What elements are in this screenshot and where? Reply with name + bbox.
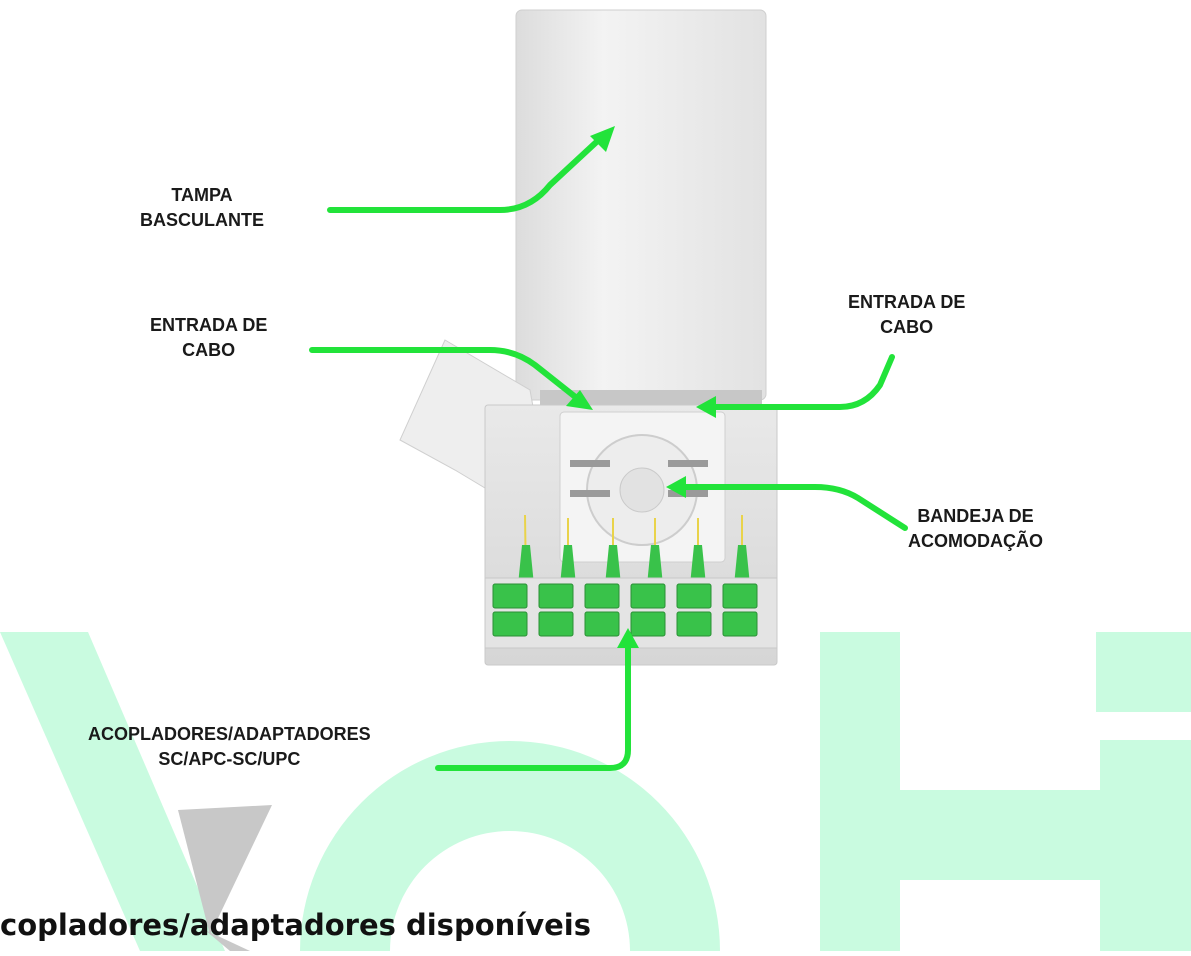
sc-adapter (676, 611, 712, 637)
watermark-i-stem (1100, 740, 1191, 951)
sc-adapter (722, 611, 758, 637)
arrow-acopladores (435, 639, 631, 771)
label-tampa-basculante: TAMPA BASCULANTE (140, 183, 264, 233)
watermark-v-gray (205, 930, 250, 951)
arrowhead-entrada-right (696, 396, 716, 418)
label-acopladores-adaptadores: ACOPLADORES/ADAPTADORES SC/APC-SC/UPC (88, 722, 371, 772)
watermark-l-foot (820, 790, 1100, 880)
arrowhead-bandeja (666, 476, 686, 498)
sc-adapter (492, 583, 528, 609)
connector-boots (518, 545, 750, 585)
watermark-i (1096, 632, 1191, 712)
callout-arrows (309, 132, 908, 771)
arrowhead-tampa (590, 126, 615, 152)
label-entrada-right-line2: CABO (880, 317, 934, 337)
label-acopladores-line2: SC/APC-SC/UPC (158, 749, 301, 769)
label-entrada-left-line1: ENTRADA DE (150, 315, 268, 335)
arrow-heads (566, 126, 716, 648)
label-entrada-right-line1: ENTRADA DE (848, 292, 966, 312)
footer-caption: copladores/adaptadores disponíveis (0, 908, 591, 942)
sc-adapter (630, 611, 666, 637)
arrowhead-acopladores (617, 628, 639, 648)
label-tampa-line1: TAMPA (171, 185, 233, 205)
sc-adapter (722, 583, 758, 609)
label-bandeja-line2: ACOMODAÇÃO (908, 531, 1043, 551)
sc-adapter (492, 611, 528, 637)
label-entrada-de-cabo-left: ENTRADA DE CABO (150, 313, 267, 363)
label-entrada-left-line2: CABO (182, 340, 236, 360)
sc-adapter (630, 583, 666, 609)
sc-adapter (676, 583, 712, 609)
label-tampa-line2: BASCULANTE (140, 210, 264, 230)
label-bandeja-line1: BANDEJA DE (917, 506, 1034, 526)
sc-adapter (584, 583, 620, 609)
splice-slots (570, 460, 708, 497)
label-acopladores-line1: ACOPLADORES/ADAPTADORES (88, 724, 371, 744)
arrow-entrada-left (309, 347, 586, 406)
watermark-v-left (0, 632, 225, 951)
label-bandeja-de-acomodacao: BANDEJA DE ACOMODAÇÃO (908, 504, 1043, 554)
arrow-bandeja (675, 484, 908, 531)
watermark-v-gray-stroke (178, 805, 272, 935)
arrow-tampa (327, 132, 607, 213)
watermark-o (300, 741, 720, 951)
spool-center (619, 467, 665, 513)
arrow-entrada-right (705, 354, 895, 410)
label-entrada-de-cabo-right: ENTRADA DE CABO (848, 290, 965, 340)
arrowhead-entrada-left (566, 390, 593, 410)
sc-adapter (538, 583, 574, 609)
sc-adapter (538, 611, 574, 637)
adapter-grid (492, 583, 758, 637)
hinged-lid (515, 9, 767, 401)
watermark-logo (0, 632, 1191, 951)
termination-box (399, 9, 778, 666)
sc-adapter (584, 611, 620, 637)
